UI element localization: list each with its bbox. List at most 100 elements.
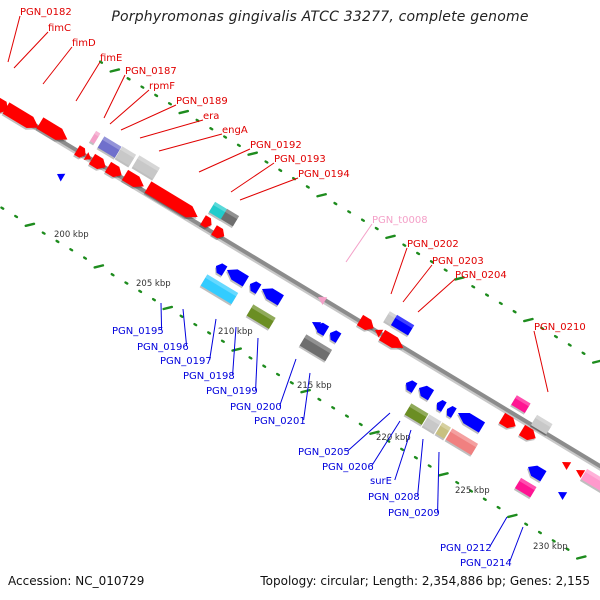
gene-pgn0205-box-highlight <box>409 403 429 418</box>
gene-pgn0206b <box>435 399 447 414</box>
gene-pgn0193-highlight <box>213 201 228 213</box>
major-tick <box>178 109 190 115</box>
gene-pgn0211-highlight <box>535 414 553 428</box>
gene-sure-arrow <box>445 405 457 420</box>
gene-label[interactable]: engA <box>222 125 248 136</box>
gene-label[interactable]: PGN_0195 <box>112 326 164 337</box>
minor-tick <box>413 455 418 460</box>
gene-fimD-body <box>36 117 68 140</box>
minor-tick <box>124 281 129 285</box>
minor-tick <box>14 214 19 219</box>
leader-line <box>42 46 73 85</box>
gene-label[interactable]: PGN_0189 <box>176 96 228 107</box>
major-tick <box>316 193 327 198</box>
gene-pgn0202-body <box>356 314 374 331</box>
gene-pgn0208 <box>456 413 486 435</box>
minor-tick <box>140 85 145 89</box>
gene-label[interactable]: PGN_0212 <box>440 543 492 554</box>
gene-label[interactable]: PGN_0187 <box>125 66 177 77</box>
gene-small-red-2 <box>576 470 586 478</box>
minor-tick <box>207 331 212 335</box>
minor-tick <box>333 201 338 206</box>
gene-label[interactable]: PGN_0197 <box>160 356 212 367</box>
leader-line <box>345 223 373 263</box>
gene-label[interactable]: PGN_0206 <box>322 462 374 473</box>
gene-pgn0194-highlight <box>225 208 240 220</box>
minor-tick <box>537 530 543 535</box>
tick-label: 200 kbp <box>54 230 89 240</box>
gene-label[interactable]: PGN_0198 <box>183 371 235 382</box>
gene-label[interactable]: PGN_0196 <box>137 342 189 353</box>
gene-label[interactable]: PGN_0192 <box>250 140 302 151</box>
gene-engA-box-body <box>132 155 160 179</box>
gene-sure-box <box>421 414 442 435</box>
major-tick <box>300 388 311 394</box>
gene-label[interactable]: PGN_t0008 <box>372 215 428 226</box>
gene-pgn0195-box-highlight <box>205 274 239 297</box>
minor-tick <box>262 364 267 368</box>
gene-pgn0211a-body <box>498 412 516 429</box>
minor-tick <box>455 480 460 485</box>
gene-pgn0204-highlight <box>395 314 415 329</box>
gene-pgn0201-box-body <box>299 334 333 362</box>
tick-label: 215 kbp <box>297 381 332 391</box>
gene-pgn0205-box-body <box>404 403 429 425</box>
gene-small-red-2-body <box>576 470 586 478</box>
gene-era <box>120 169 144 189</box>
gene-era-body <box>121 169 144 187</box>
minor-tick <box>344 414 350 418</box>
minor-tick <box>482 497 487 501</box>
gene-label[interactable]: fimD <box>72 38 96 49</box>
gene-pgn0203-body <box>378 329 404 348</box>
gene-label[interactable]: PGN_0200 <box>230 402 282 413</box>
gene-label[interactable]: surE <box>370 476 392 487</box>
gene-label[interactable]: PGN_0182 <box>20 7 72 18</box>
gene-pgn-pink-body <box>580 468 600 492</box>
gene-label[interactable]: fimE <box>100 53 122 64</box>
gene-pgn0212-body <box>514 477 537 498</box>
gene-pgn0202b-body <box>375 329 384 338</box>
gene-label[interactable]: PGN_0201 <box>254 416 306 427</box>
gene-pgn0208-box <box>434 422 451 441</box>
features <box>0 97 600 500</box>
gene-label[interactable]: PGN_0210 <box>534 322 586 333</box>
gene-pgn0212-highlight <box>519 477 537 491</box>
gene-pgn0199 <box>245 304 276 331</box>
gene-label[interactable]: PGN_0214 <box>460 558 512 569</box>
gene-label[interactable]: PGN_0194 <box>298 169 350 180</box>
leader-line <box>394 429 412 481</box>
minor-tick <box>498 301 503 306</box>
gene-pgn0208-body <box>458 413 486 433</box>
gene-pgn0205-body <box>406 380 418 393</box>
gene-label[interactable]: PGN_0203 <box>432 256 484 267</box>
minor-tick <box>427 464 432 468</box>
gene-engA <box>143 181 198 220</box>
gene-era-box-body <box>115 146 137 166</box>
leader-line <box>390 247 408 295</box>
minor-tick <box>193 322 198 327</box>
minor-tick <box>236 143 241 148</box>
gene-label[interactable]: rpmF <box>149 81 175 92</box>
gene-pgn0211 <box>529 414 553 437</box>
map-title: Porphyromonas gingivalis ATCC 33277, com… <box>111 9 529 25</box>
minor-tick <box>484 293 490 297</box>
minor-tick <box>138 289 143 294</box>
gene-label[interactable]: PGN_0204 <box>455 270 507 281</box>
gene-pgn0195-box-body <box>200 274 239 305</box>
leader-line <box>103 74 126 119</box>
gene-label[interactable]: PGN_0199 <box>206 386 258 397</box>
gene-pgn0211b <box>517 424 536 442</box>
gene-label[interactable]: PGN_0202 <box>407 239 459 250</box>
leader-line <box>437 451 440 513</box>
gene-label[interactable]: PGN_0208 <box>368 492 420 503</box>
gene-pgn0194 <box>219 208 240 229</box>
gene-label[interactable]: PGN_0193 <box>274 154 326 165</box>
gene-label[interactable]: PGN_0205 <box>298 447 350 458</box>
leader-line <box>139 119 204 139</box>
gene-label[interactable]: era <box>203 111 219 122</box>
gene-small-pink-body <box>89 130 101 144</box>
leader-line <box>209 318 217 361</box>
gene-label[interactable]: fimC <box>48 23 71 34</box>
gene-label[interactable]: PGN_0209 <box>388 508 440 519</box>
gene-pgn0195 <box>214 263 228 278</box>
